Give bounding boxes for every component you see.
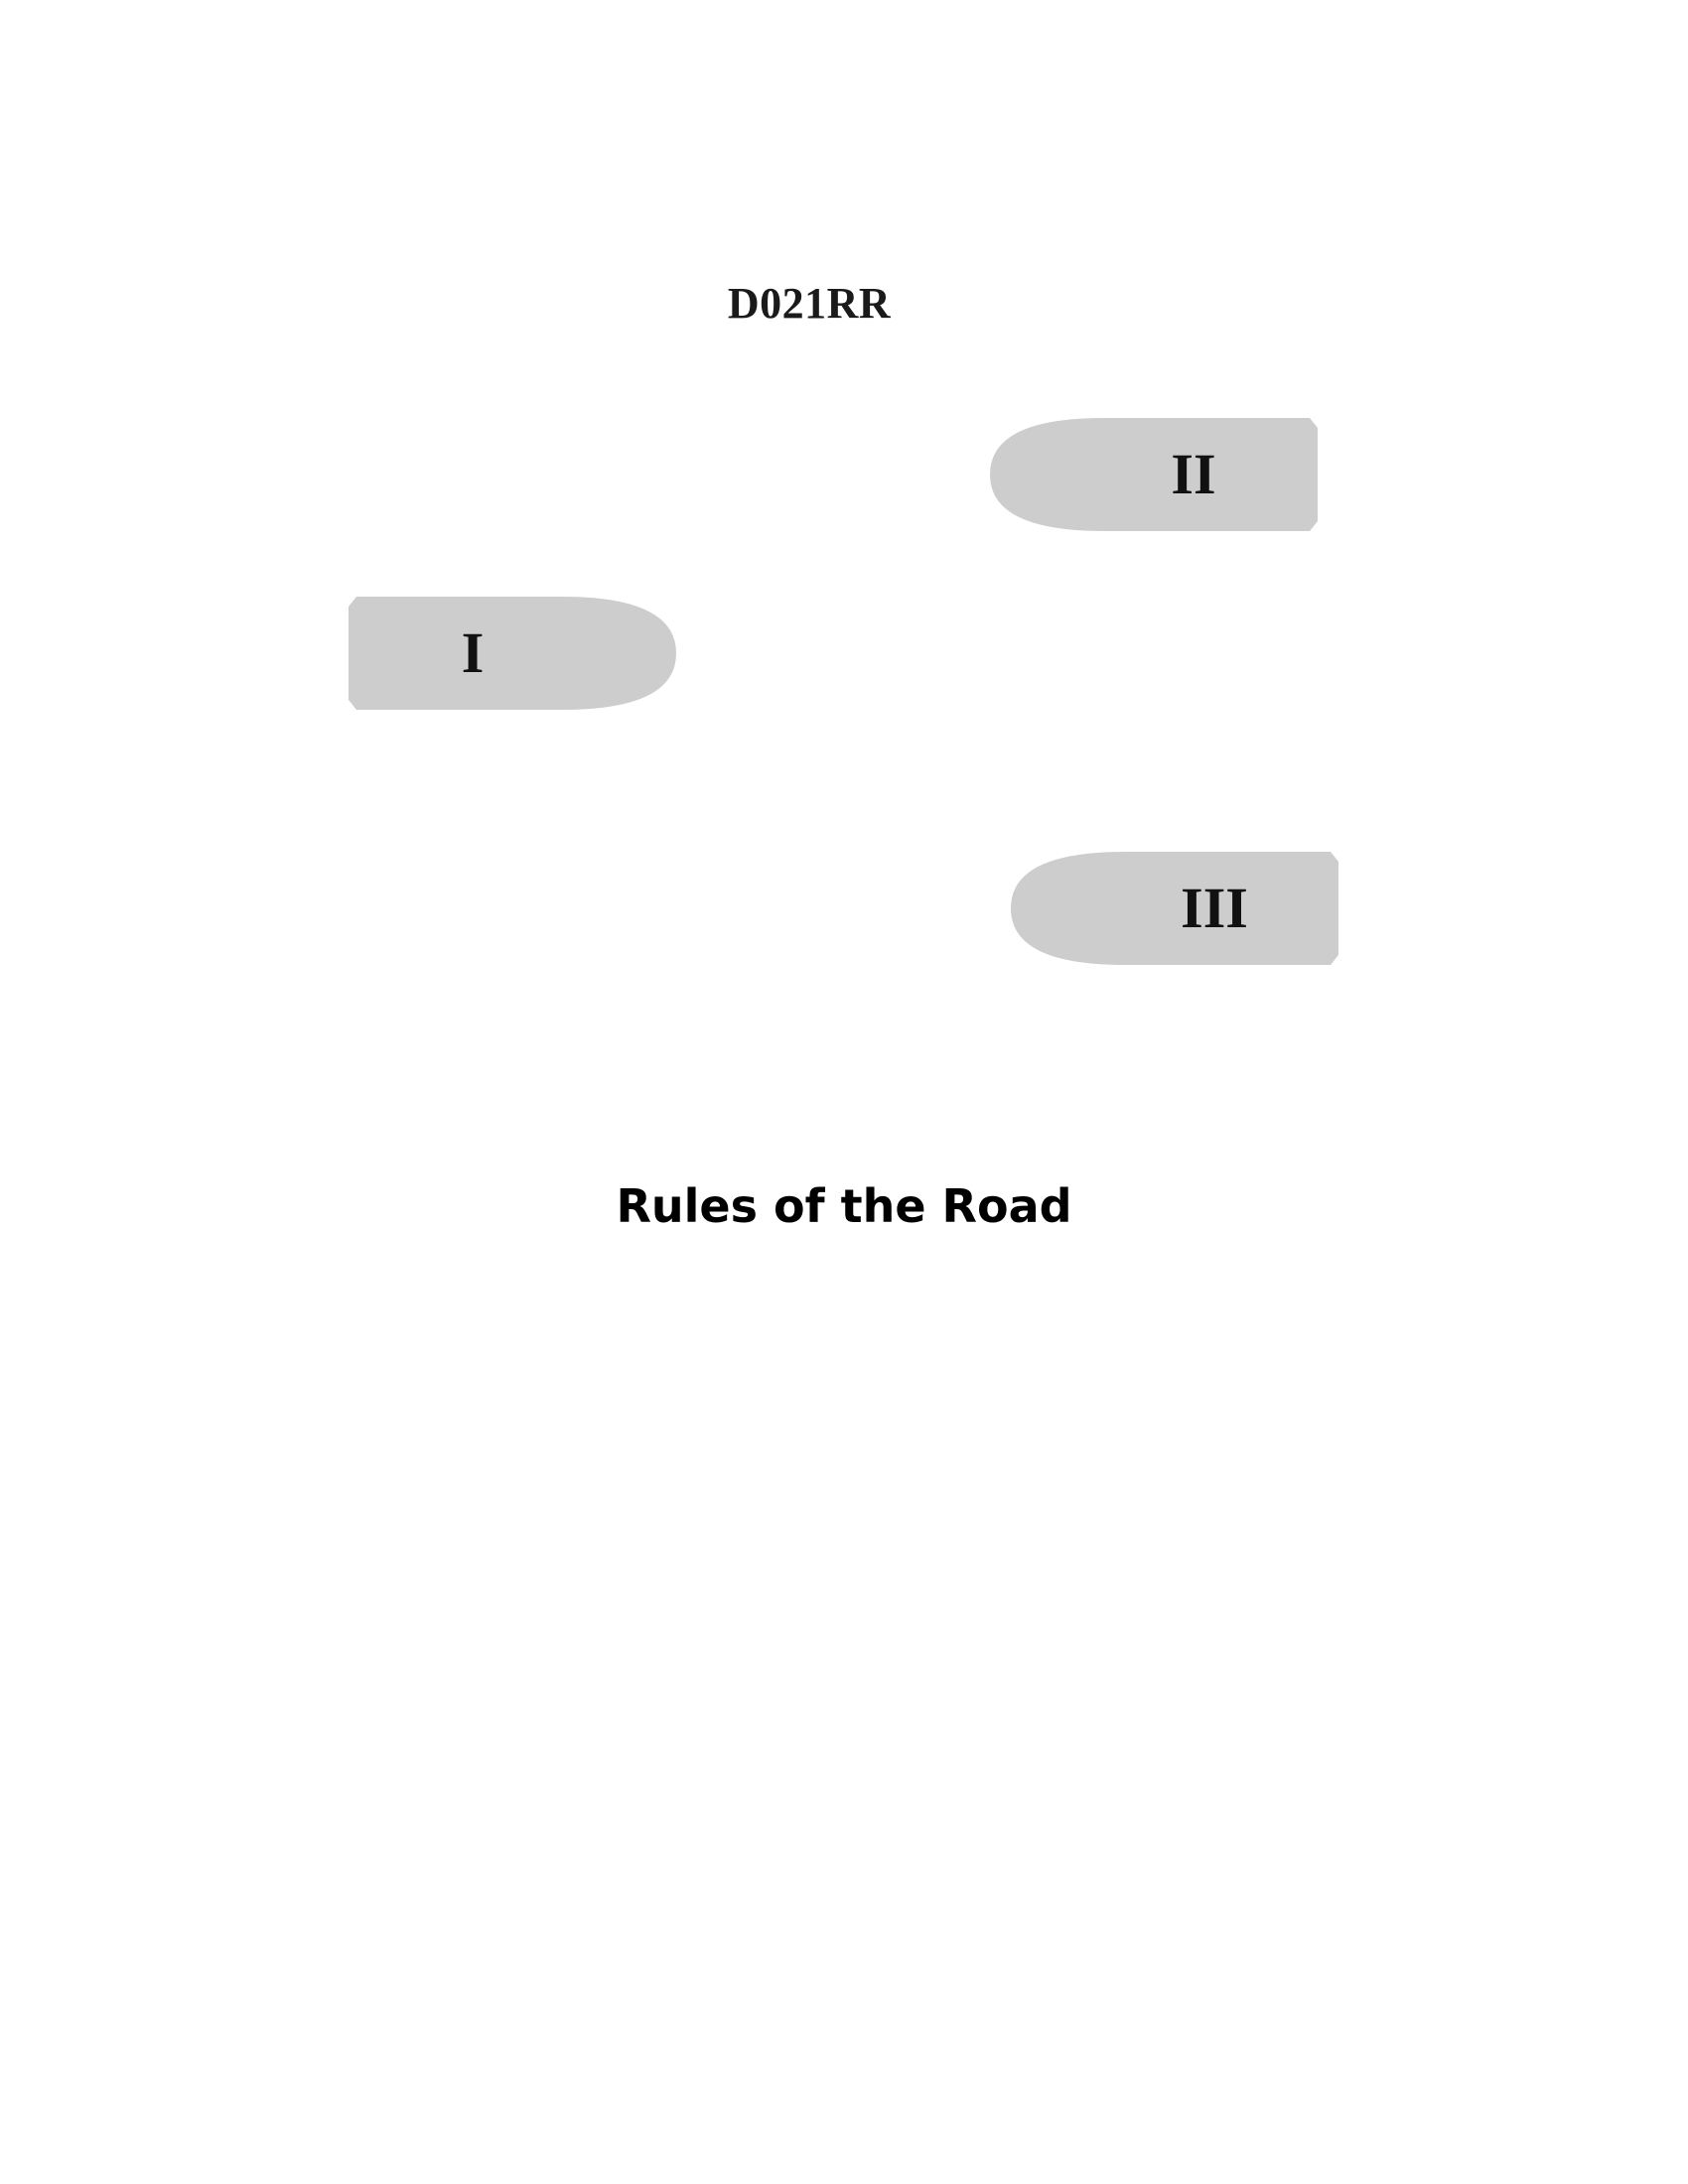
- vessel-3-label: III: [1181, 876, 1248, 940]
- vessel-1-label: I: [461, 620, 485, 685]
- vessel-1-hull-icon: [349, 597, 676, 710]
- vessel-3-hull-icon: [1011, 852, 1338, 965]
- vessel-1: I: [349, 597, 676, 710]
- vessel-2-label: II: [1171, 442, 1216, 506]
- vessel-2-hull-icon: [990, 418, 1318, 531]
- diagram-code: D021RR: [727, 279, 892, 328]
- subject-title: Rules of the Road: [616, 1179, 1072, 1233]
- vessel-3: III: [1011, 852, 1338, 965]
- vessel-2: II: [990, 418, 1318, 531]
